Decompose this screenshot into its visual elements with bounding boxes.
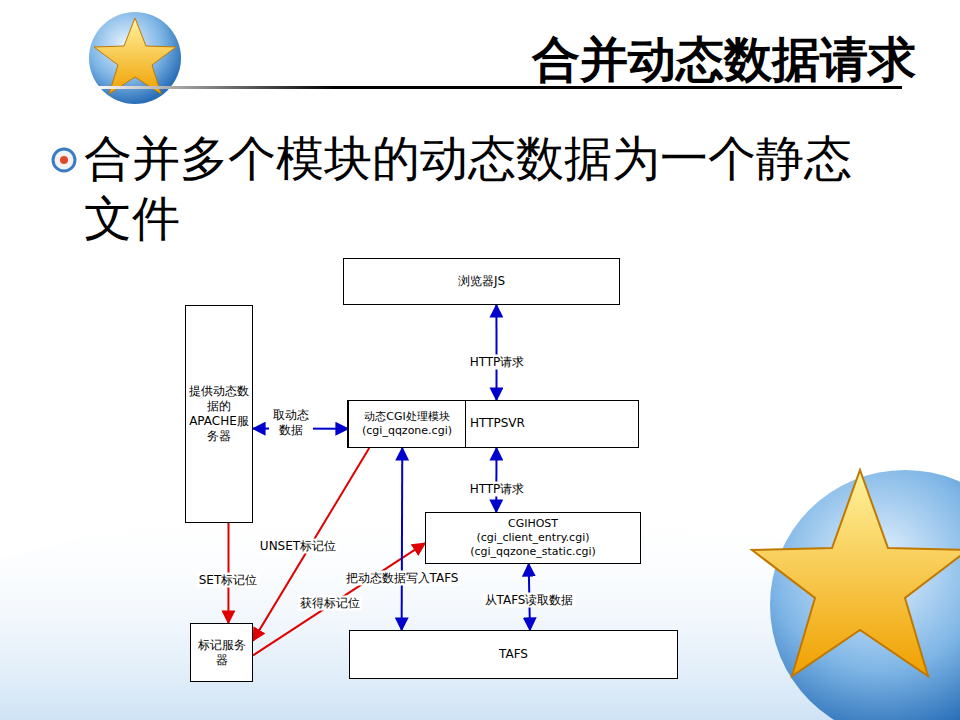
slide-title: 合并动态数据请求	[532, 28, 916, 92]
bullet-dot	[60, 156, 68, 164]
browser-box: 浏览器JS	[343, 258, 620, 305]
big-logo-star	[752, 470, 960, 676]
cgihost-box: CGIHOST (cgi_client_entry.cgi) (cgi_qqzo…	[425, 512, 641, 564]
bullet-text: 合并多个模块的动态数据为一个静态文件	[84, 128, 864, 248]
edge-label: HTTP请求	[468, 355, 527, 370]
flag-server-box: 标记服务器	[190, 623, 253, 682]
node-text: 浏览器JS	[458, 274, 505, 289]
server-box: 提供动态数据的APACHE服务器	[185, 305, 253, 523]
logo-ball	[89, 12, 181, 104]
edge-label: SET标记位	[197, 573, 260, 588]
connector	[401, 448, 404, 630]
node-text: HTTPSVR	[470, 416, 525, 431]
bullet-icon	[53, 149, 75, 171]
edge-label: 获得标记位	[298, 596, 362, 611]
connector	[253, 448, 369, 641]
node-text: TAFS	[499, 647, 528, 662]
node-text: 动态CGI处理模块 (cgi_qqzone.cgi)	[351, 410, 463, 438]
tafs-box: TAFS	[349, 630, 678, 679]
node-text: 提供动态数据的APACHE服务器	[189, 384, 249, 444]
edge-label: HTTP请求	[468, 482, 527, 497]
edge-label: 把动态数据写入TAFS	[344, 571, 461, 586]
node-text: 标记服务器	[192, 638, 251, 668]
connector	[495, 305, 497, 400]
edge-label: 从TAFS读取数据	[483, 593, 576, 608]
node-text: CGIHOST (cgi_client_entry.cgi) (cgi_qqzo…	[460, 517, 606, 558]
httpsvr-box: HTTPSVR 动态CGI处理模块 (cgi_qqzone.cgi)	[347, 400, 639, 448]
edge-label: 取动态数据	[269, 408, 313, 438]
cgi-module-box: 动态CGI处理模块 (cgi_qqzone.cgi)	[348, 400, 466, 448]
logo-star	[94, 18, 176, 94]
edge-label: UNSET标记位	[258, 539, 338, 554]
connector	[495, 448, 497, 512]
